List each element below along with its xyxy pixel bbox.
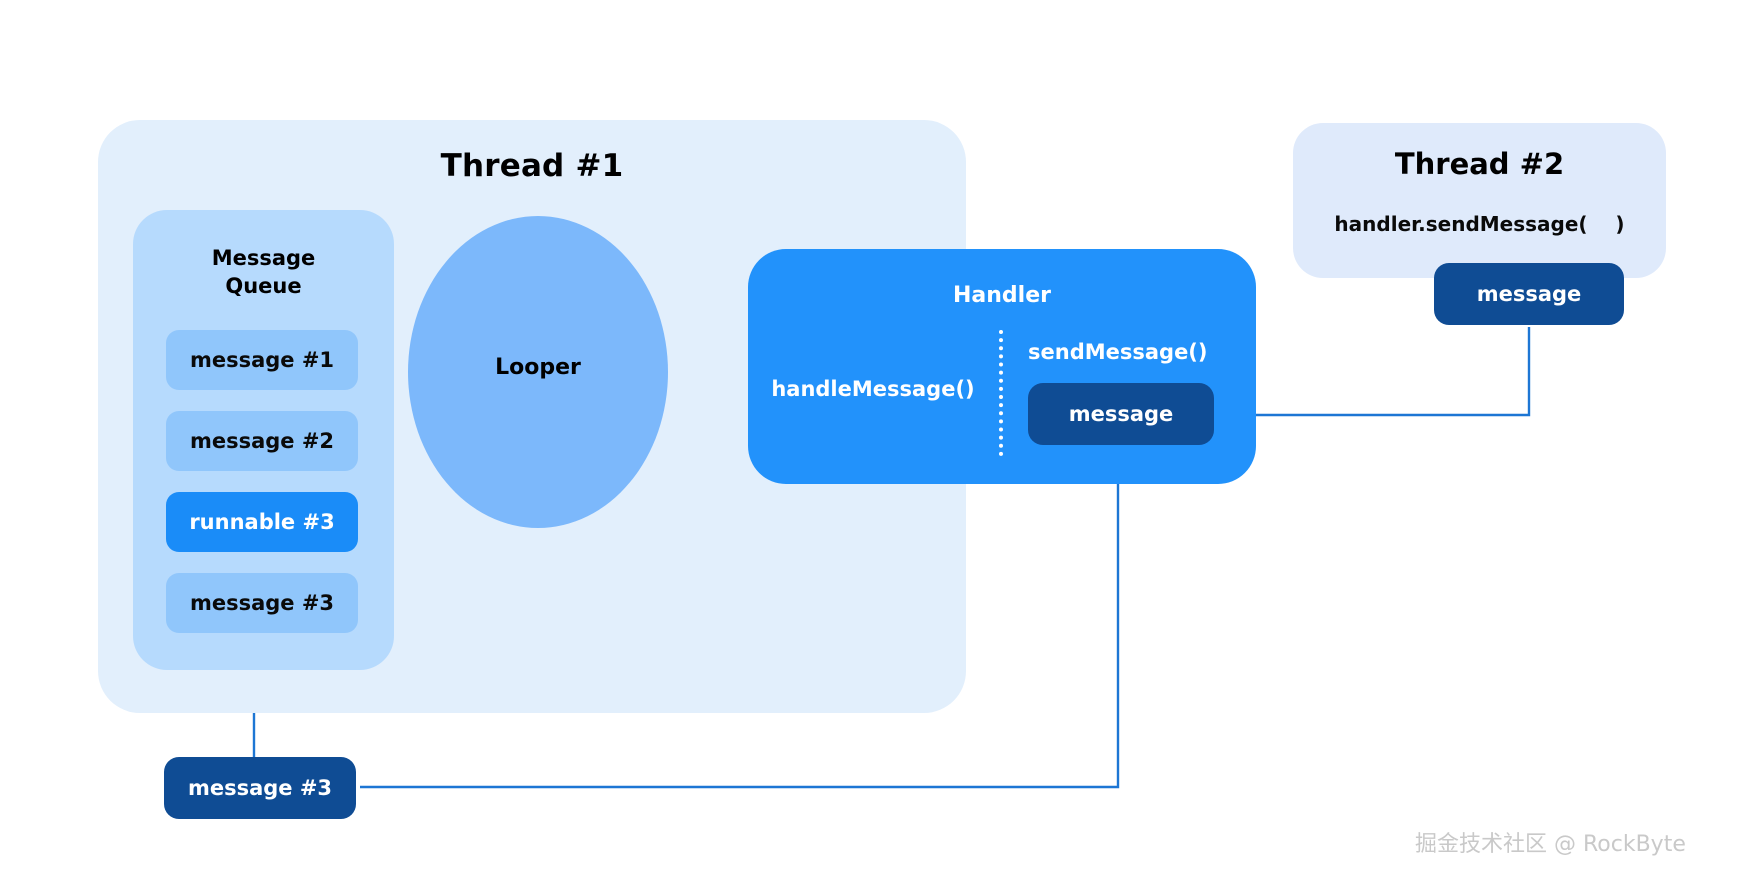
send-message-label: sendMessage() bbox=[1028, 340, 1208, 364]
queue-item-runnable-3[interactable]: runnable #3 bbox=[166, 492, 358, 552]
message-queue-title-line1: Message bbox=[211, 246, 316, 270]
message-queue-title: Message Queue bbox=[133, 245, 394, 300]
thread2-send-message-call: handler.sendMessage( ) bbox=[1334, 212, 1625, 236]
message-queue-title-line2: Queue bbox=[225, 273, 302, 298]
thread1-title: Thread #1 bbox=[440, 148, 624, 184]
queue-item-message-1[interactable]: message #1 bbox=[166, 330, 358, 390]
queue-item-message-3[interactable]: message #3 bbox=[166, 573, 358, 633]
thread2-message-chip[interactable]: message bbox=[1434, 263, 1624, 325]
queue-item-message-2[interactable]: message #2 bbox=[166, 411, 358, 471]
looper-circle bbox=[408, 216, 668, 528]
watermark: 掘金技术社区 @ RockByte bbox=[1415, 832, 1686, 857]
looper-label: Looper bbox=[495, 355, 581, 380]
thread2-container bbox=[1293, 123, 1666, 278]
handler-title: Handler bbox=[953, 283, 1051, 308]
thread2-title: Thread #2 bbox=[1394, 147, 1565, 181]
handle-message-label: handleMessage() bbox=[771, 377, 975, 401]
handler-message-chip[interactable]: message bbox=[1028, 383, 1214, 445]
incoming-message-chip[interactable]: message #3 bbox=[164, 757, 356, 819]
handler-divider bbox=[999, 330, 1003, 456]
arrow-thread2-message-to-handler bbox=[1237, 327, 1531, 422]
